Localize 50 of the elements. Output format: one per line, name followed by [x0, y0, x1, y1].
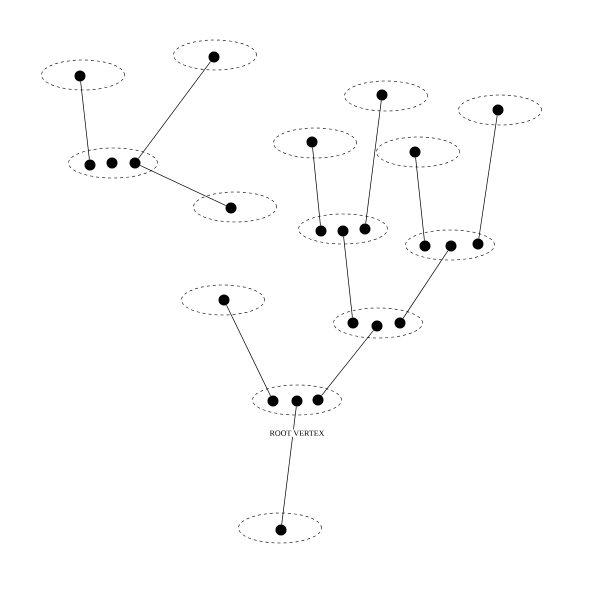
- connector-line: [478, 115, 498, 239]
- connector-line: [415, 157, 425, 241]
- vertex-dot: [376, 90, 388, 100]
- vertex-dot: [208, 52, 220, 62]
- ellipse-outline: [41, 60, 125, 90]
- vertex-dot: [130, 158, 140, 168]
- vertex-dot: [394, 318, 406, 328]
- ellipse-outline: [181, 284, 265, 316]
- connector-line: [138, 61, 211, 159]
- connector-line: [343, 236, 353, 318]
- vertex-dot: [446, 240, 456, 252]
- connector-line: [402, 250, 448, 319]
- connector-line: [365, 100, 382, 224]
- ellipse-outline: [405, 230, 495, 260]
- connector-line: [226, 304, 271, 396]
- vertex-dot: [338, 226, 348, 236]
- vertex-dot: [372, 320, 382, 332]
- ellipse-outline: [68, 148, 158, 178]
- ellipse-outline: [252, 384, 342, 416]
- connector-line: [281, 406, 297, 525]
- ellipse-outline: [376, 136, 460, 168]
- ellipse-outline: [344, 80, 428, 112]
- vertex-dot: [312, 394, 324, 406]
- connector-line: [80, 81, 90, 160]
- vertex-dot: [106, 158, 118, 168]
- ellipse-outline: [273, 128, 357, 158]
- vertex-dot: [316, 226, 326, 236]
- vertex-dot: [276, 524, 286, 536]
- vertex-dot: [348, 318, 358, 328]
- connector-line: [312, 147, 321, 226]
- vertex-dot: [218, 294, 230, 306]
- vertex-dot: [306, 136, 318, 148]
- connector-line: [140, 165, 226, 206]
- vertex-dot: [492, 104, 504, 116]
- vertex-dot: [268, 396, 278, 406]
- vertex-dot: [360, 224, 370, 234]
- vertex-dot: [472, 238, 484, 250]
- vertex-dot: [420, 240, 430, 252]
- vertex-dot: [292, 396, 302, 406]
- vertex-dot: [226, 202, 236, 214]
- node-caption: ROOT VERTEX: [268, 430, 326, 437]
- ellipse-outline: [298, 214, 388, 244]
- vertex-dot: [74, 70, 86, 82]
- ellipse-outline: [458, 94, 542, 126]
- ellipse-outline: [333, 308, 423, 338]
- ellipse-outline: [193, 192, 277, 222]
- ellipse-outline: [173, 40, 257, 70]
- vertex-dot: [410, 146, 420, 158]
- ellipse-outline: [238, 512, 322, 544]
- vertex-dot: [84, 160, 96, 170]
